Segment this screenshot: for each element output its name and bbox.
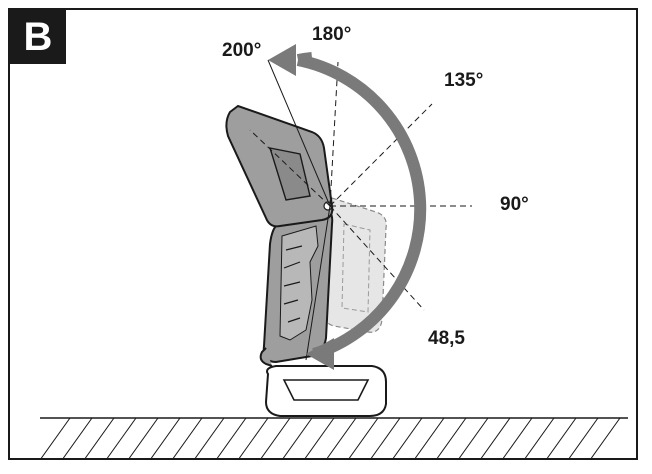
- angle-label-180: 180°: [312, 24, 351, 45]
- ghost-lamp-lens: [341, 223, 371, 313]
- angle-label-90: 90°: [500, 194, 529, 215]
- figure-label-badge: B: [10, 10, 66, 64]
- angle-guide-lines: [249, 59, 472, 361]
- lamp-handle: [259, 208, 334, 367]
- figure-frame: [8, 8, 638, 460]
- arrow-head-bottom: [306, 338, 334, 370]
- rotation-arrow: [268, 44, 427, 370]
- angle-label-135: 135°: [444, 70, 483, 91]
- angle-label-200: 200°: [222, 40, 261, 61]
- battery-pack: [264, 365, 387, 417]
- ground: [40, 417, 628, 458]
- lamp-head: [225, 104, 334, 228]
- angle-label-48-5: 48,5: [428, 328, 465, 349]
- arrow-head-top: [268, 44, 296, 76]
